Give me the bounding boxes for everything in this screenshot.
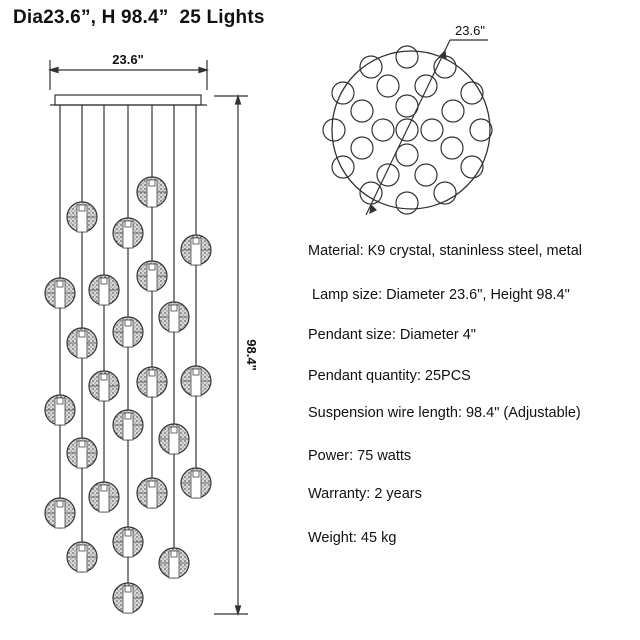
crystal-pendant — [112, 316, 144, 348]
diameter-label: 23.6" — [455, 23, 485, 38]
crystal-pendant — [180, 467, 212, 499]
crystal-pendant — [158, 423, 190, 455]
crystal-pendant — [66, 437, 98, 469]
pendant-hole — [376, 74, 400, 98]
crystal-pendant — [180, 234, 212, 266]
pendant-positions — [322, 45, 493, 215]
crystal-pendant — [66, 541, 98, 573]
crystal-pendant — [136, 366, 168, 398]
spec-material: Material: K9 crystal, staninless steel, … — [308, 243, 582, 259]
spec-power: Power: 75 watts — [308, 448, 412, 464]
crystal-pendant — [88, 370, 120, 402]
pendant-hole — [414, 163, 438, 187]
pendant-hole — [359, 55, 383, 79]
side-view-diagram: 23.6" 98.4" — [44, 52, 259, 617]
canopy-outline — [331, 50, 491, 210]
crystal-pendant — [180, 365, 212, 397]
pendant-hole — [331, 155, 355, 179]
crystal-pendant — [88, 274, 120, 306]
pendants — [44, 176, 212, 614]
pendant-hole — [322, 118, 346, 142]
top-view-diagram: 23.6" — [322, 23, 493, 216]
crystal-pendant — [136, 477, 168, 509]
crystal-pendant — [112, 582, 144, 614]
spec-weight: Weight: 45 kg — [308, 530, 397, 546]
pendant-hole — [395, 143, 419, 167]
crystal-pendant — [158, 547, 190, 579]
crystal-pendant — [136, 176, 168, 208]
pendant-hole — [395, 191, 419, 215]
pendant-hole — [460, 155, 484, 179]
crystal-pendant — [112, 526, 144, 558]
crystal-pendant — [44, 277, 76, 309]
pendant-hole — [420, 118, 444, 142]
spec-lamp-size: Lamp size: Diameter 23.6", Height 98.4" — [308, 287, 570, 303]
product-title: Dia23.6”, H 98.4” 25 Lights — [13, 7, 265, 28]
crystal-pendant — [112, 409, 144, 441]
height-label: 98.4" — [244, 339, 259, 370]
pendant-hole — [376, 163, 400, 187]
spec-warranty: Warranty: 2 years — [308, 486, 422, 502]
pendant-hole — [460, 81, 484, 105]
height-dimension — [214, 93, 248, 617]
pendant-hole — [440, 136, 464, 160]
crystal-pendant — [66, 327, 98, 359]
pendant-hole — [469, 118, 493, 142]
spec-wire-length: Suspension wire length: 98.4" (Adjustabl… — [308, 405, 581, 421]
crystal-pendant — [158, 301, 190, 333]
pendant-hole — [395, 45, 419, 69]
crystal-pendant — [44, 497, 76, 529]
pendant-hole — [395, 118, 419, 142]
crystal-pendant — [44, 394, 76, 426]
spec-pendant-quantity: Pendant quantity: 25PCS — [308, 368, 471, 384]
pendant-hole — [331, 81, 355, 105]
spec-pendant-size: Pendant size: Diameter 4" — [308, 327, 476, 343]
crystal-pendant — [136, 260, 168, 292]
pendant-hole — [441, 99, 465, 123]
crystal-pendant — [88, 481, 120, 513]
pendant-hole — [371, 118, 395, 142]
pendant-hole — [350, 99, 374, 123]
diameter-dimension — [365, 39, 488, 216]
pendant-hole — [433, 181, 457, 205]
width-dimension — [47, 60, 210, 90]
pendant-hole — [350, 136, 374, 160]
crystal-pendant — [112, 217, 144, 249]
width-label: 23.6" — [112, 52, 143, 67]
crystal-pendant — [66, 201, 98, 233]
pendant-hole — [414, 74, 438, 98]
